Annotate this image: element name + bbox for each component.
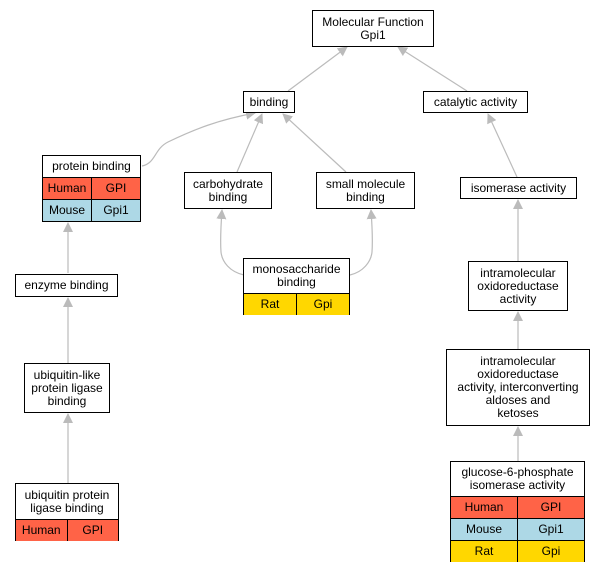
edge-monosaccharide-to-carbohydrate [216,209,245,276]
node-label: ubiquitin-like protein ligase binding [31,367,103,408]
gene-cell: Gpi1 [91,200,140,221]
node-carbohydrate-binding[interactable]: carbohydrate binding [184,172,272,209]
annotation-row: Rat Gpi [244,293,349,315]
node-catalytic-activity[interactable]: catalytic activity [423,91,528,113]
species-cell: Rat [451,541,517,562]
annotation-row: Human GPI [16,519,118,541]
gene-cell: GPI [66,520,118,541]
edge-protein-binding-to-binding [141,109,256,167]
node-small-molecule-binding[interactable]: small molecule binding [316,172,415,209]
node-enzyme-binding[interactable]: enzyme binding [15,274,118,297]
node-label: isomerase activity [470,180,567,195]
species-cell: Human [16,520,67,541]
species-cell: Human [43,178,91,199]
node-label: protein binding [52,159,131,173]
node-label: small molecule binding [325,176,406,204]
node-monosaccharide-binding[interactable]: monosaccharide binding Rat Gpi [243,258,350,315]
gene-cell: GPI [91,178,140,199]
node-intramolecular-oxidoreductase[interactable]: intramolecular oxidoreductase activity [468,261,568,311]
node-ubiquitin-protein-binding[interactable]: ubiquitin protein ligase binding Human G… [15,483,119,541]
gene-cell: Gpi [517,541,584,562]
node-label: binding [249,94,289,109]
edge-isomerase-to-catalytic [487,113,518,178]
node-interconverting[interactable]: intramolecular oxidoreductase activity, … [446,349,590,426]
species-cell: Rat [244,294,296,315]
node-label: carbohydrate binding [192,176,264,204]
node-label: ubiquitin protein ligase binding [24,487,110,515]
edge-carbohydrate-to-binding [236,113,264,173]
gene-cell: Gpi1 [517,519,584,540]
edge-monosaccharide-to-small-molecule [349,209,377,276]
node-label: intramolecular oxidoreductase activity [477,265,559,306]
annotation-row: Rat Gpi [451,540,584,562]
node-molecular-function[interactable]: Molecular Function Gpi1 [312,10,434,47]
node-protein-binding[interactable]: protein binding Human GPI Mouse Gpi1 [42,155,141,222]
species-cell: Human [451,497,517,518]
node-label: Molecular Function Gpi1 [322,14,424,42]
node-label: catalytic activity [433,94,518,109]
node-label: monosaccharide binding [252,262,341,289]
species-cell: Mouse [43,200,91,221]
gene-cell: GPI [517,497,584,518]
gene-cell: Gpi [296,294,349,315]
node-label: glucose-6-phosphate isomerase activity [461,465,574,492]
edge-binding-to-molecular-function [287,46,348,92]
annotation-row: Mouse Gpi1 [43,199,140,221]
node-label: intramolecular oxidoreductase activity, … [457,354,579,420]
annotation-row: Human GPI [451,496,584,518]
edge-catalytic-to-molecular-function [397,46,468,92]
node-binding[interactable]: binding [243,91,295,113]
annotation-row: Human GPI [43,177,140,199]
edge-small-molecule-to-binding [282,113,347,173]
node-label: enzyme binding [24,278,109,292]
node-isomerase-activity[interactable]: isomerase activity [460,177,577,199]
node-g6p-isomerase[interactable]: glucose-6-phosphate isomerase activity H… [450,461,585,562]
annotation-row: Mouse Gpi1 [451,518,584,540]
species-cell: Mouse [451,519,517,540]
node-ubiquitin-like-binding[interactable]: ubiquitin-like protein ligase binding [24,363,110,413]
